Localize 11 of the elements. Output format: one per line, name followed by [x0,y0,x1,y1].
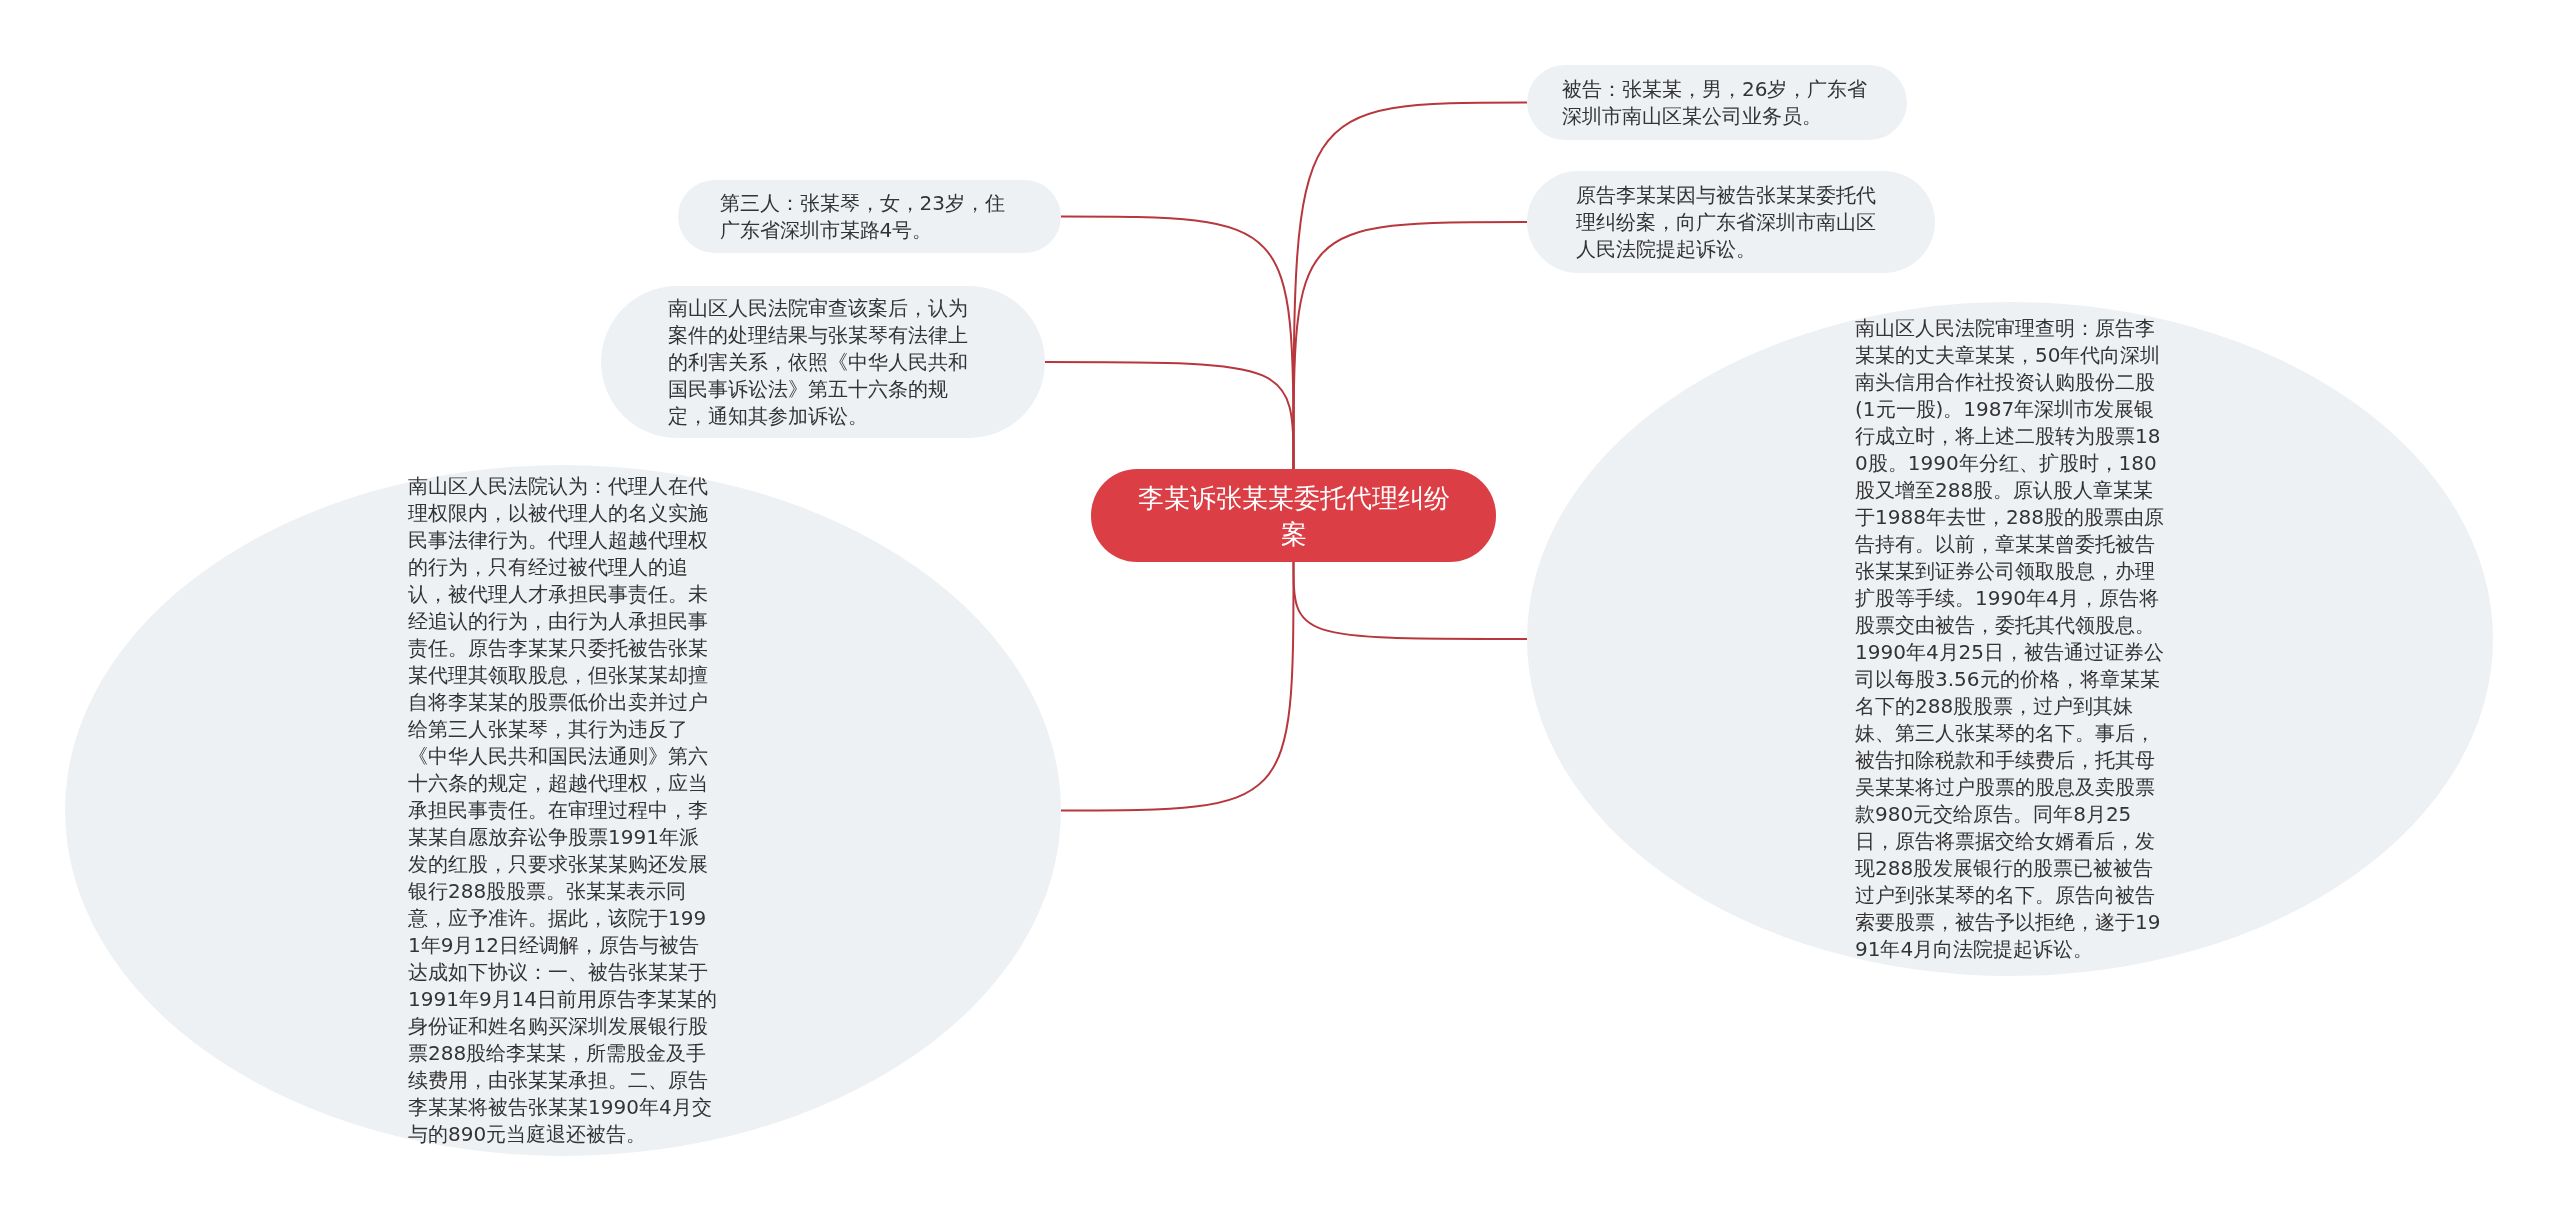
connector-line [1044,361,1295,470]
connector-line [1292,221,1528,470]
bubble-text: 南山区人民法院审查该案后，认为案件的处理结果与张某琴有法律上的利害关系，依照《中华人民共和国民事诉讼法》第五十六条的规定，通知其参加诉讼。 [668,294,969,430]
bubble-text: 第三人：张某琴，女，23岁，住广东省深圳市某路4号。 [719,189,1006,244]
bubble-text: 南山区人民法院审理查明：原告李某某的丈夫章某某，50年代向深圳南头信用合作社投资认购股份二股(1元一股)。1987年深圳市发展银行成立时，将上述二股转为股票180股。1990年分红、扩股时，180股又增至288股。原认股人章某某于1988年去世，288股的股票由原告持有。以前，章某某曾委托被告张某某到证券公司领取股息，办理扩股等手续。1990年4月，原告将股票交由被告，委托其代领股息。1990年4月25日，被告通过证券公司以每股3.56元的价格，将章某某名下的288股股票，过户到其妹妹、第三人张某琴的名下。事后，被告扣除税款和手续费后，托其母吴某某将过户股票的股息及卖股票款980元交给原告。同年8月25日，原告将票据交给女婿看后，发现288股发展银行的股票已被被告过户到张某琴的名下。原告向被告索要股票，被告予以拒绝，遂于1991年4月向法院提起诉讼。 [1855,315,2165,963]
bubble-text: 被告：张某某，男，26岁，广东省深圳市南山区某公司业务员。 [1562,75,1869,130]
connector-line [1060,561,1295,812]
bubble-text: 南山区人民法院认为：代理人在代理权限内，以被代理人的名义实施民事法律行为。代理人超越代理权的行为，只有经过被代理人的追认，被代理人才承担民事责任。未经追认的行为，由行为人承担民事责任。原告李某某只委托被告张某某代理其领取股息，但张某某却擅自将李某某的股票低价出卖并过户给第三人张某琴，其行为违反了《中华人民共和国民法通则》第六十六条的规定，超越代理权，应当承担民事责任。在审理过程中，李某某自愿放弃讼争股票1991年派发的红股，只要求张某某购还发展银行288股股票。张某某表示同意，应予准许。据此，该院于1991年9月12日经调解，原告与被告达成如下协议：一、被告张某某于1991年9月14日前用原告李某某的身份证和姓名购买深圳发展银行股票288股给李某某，所需股金及手续费用，由张某某承担。二、原告李某某将被告张某某1990年4月交与的890元当庭退还被告。 [408,473,718,1148]
connector-line [1292,561,1528,640]
bubble-text: 原告李某某因与被告张某某委托代理纠纷案，向广东省深圳市南山区人民法院提起诉讼。 [1576,181,1877,263]
topic-text: 李某诉张某某委托代理纠纷案 [1136,481,1451,551]
